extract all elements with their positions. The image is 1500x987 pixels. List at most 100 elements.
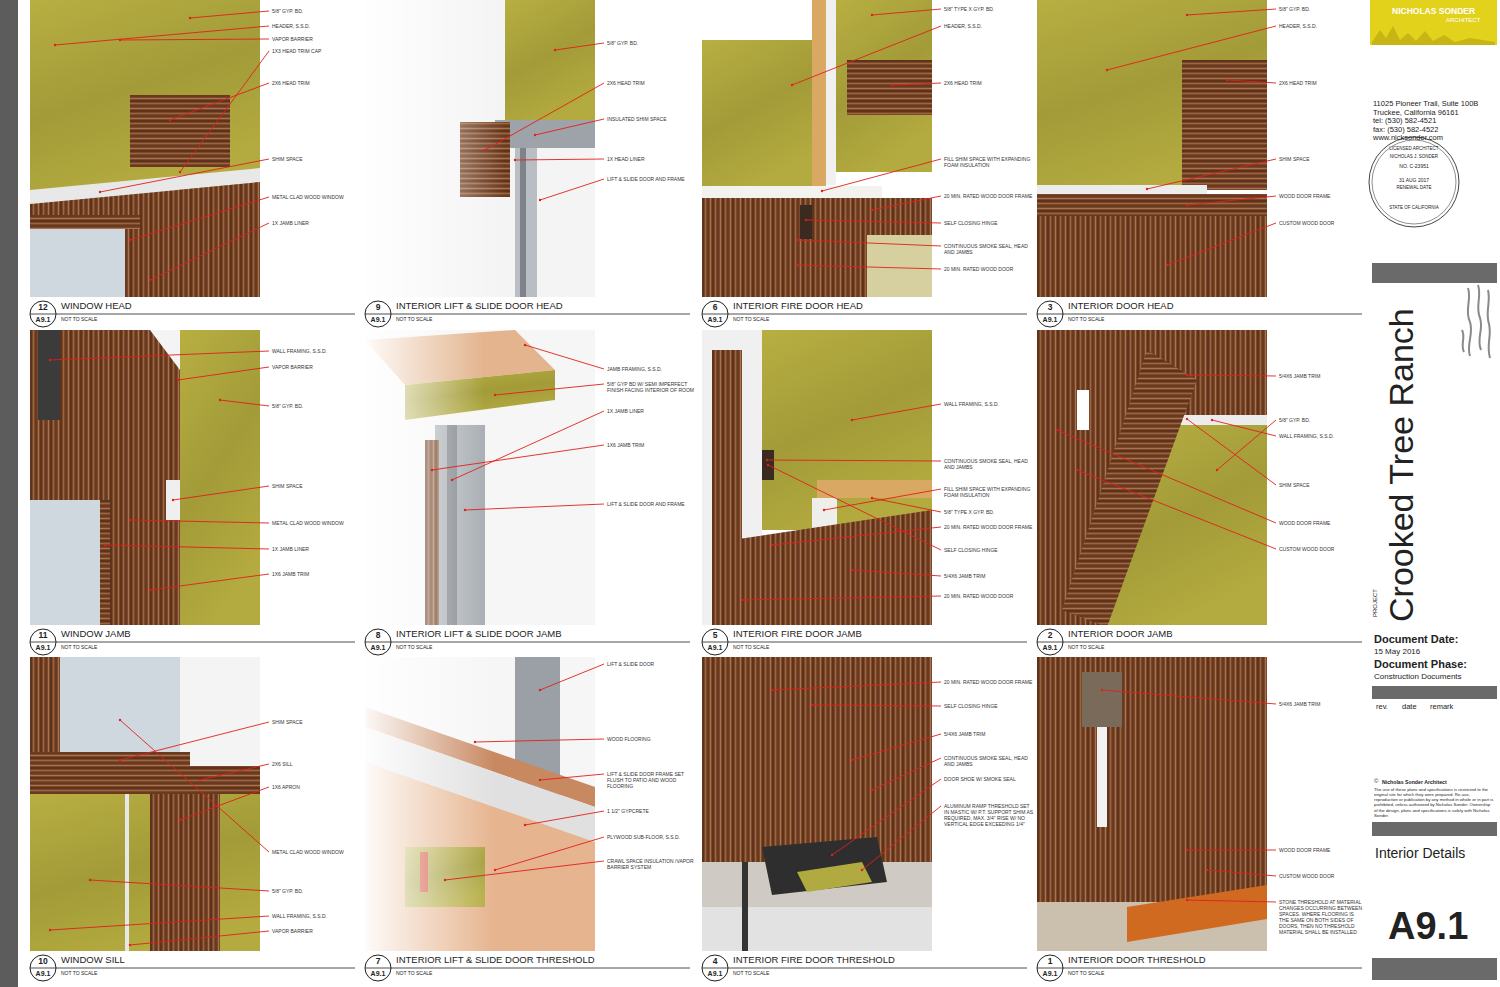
sheet-title: Interior Details xyxy=(1375,845,1465,862)
detail-number: 8 xyxy=(366,630,390,640)
web-address: www.nicksonder.com xyxy=(1373,133,1443,142)
leader-line xyxy=(130,520,269,523)
material-part xyxy=(30,500,100,625)
title-underline xyxy=(728,968,1027,969)
bubble-divider xyxy=(30,314,56,315)
callout-text: METAL CLAD WOOD WINDOW xyxy=(272,194,362,200)
sheet-reference: A9.1 xyxy=(703,970,727,978)
leader-line xyxy=(797,240,941,246)
title-underline xyxy=(56,968,355,969)
fade-overlay xyxy=(365,657,495,951)
leader-dot xyxy=(851,569,853,571)
leader-dot xyxy=(119,759,121,761)
detail-illustration xyxy=(702,330,932,625)
leader-line xyxy=(555,43,604,50)
material-part xyxy=(166,480,180,520)
callout-text: 1X JAMB LINER xyxy=(607,408,697,414)
leader-line xyxy=(852,404,941,420)
detail-illustration xyxy=(365,330,595,625)
leader-line xyxy=(832,779,941,855)
detail-number: 10 xyxy=(31,956,55,966)
sheet-reference: A9.1 xyxy=(703,644,727,652)
detail-number: 9 xyxy=(366,302,390,312)
leader-dot xyxy=(464,509,466,511)
callout-text: 2X6 HEAD TRIM xyxy=(944,80,1034,86)
detail-title: INTERIOR DOOR JAMB xyxy=(1068,628,1173,639)
material-part xyxy=(826,0,836,185)
callout-text: CUSTOM WOOD DOOR xyxy=(1279,873,1365,879)
leader-line xyxy=(1217,420,1276,470)
project-name: Crooked Tree Ranch xyxy=(1381,308,1422,622)
material-part xyxy=(702,862,932,951)
leader-line xyxy=(120,39,269,40)
sketch-mark xyxy=(1468,288,1471,356)
leader-dot xyxy=(823,509,825,511)
leader-dot xyxy=(741,599,743,601)
callout-text: WALL FRAMING, S.S.D. xyxy=(272,348,362,354)
leader-dot xyxy=(1186,374,1188,376)
leader-dot xyxy=(1206,869,1208,871)
detail-bubble xyxy=(702,629,728,655)
material-part xyxy=(762,450,774,480)
callout-text: LIFT & SLIDE DOOR AND FRAME xyxy=(607,176,697,182)
leader-dot xyxy=(89,879,91,881)
leader-dot xyxy=(1186,204,1188,206)
detail-illustration xyxy=(702,0,932,297)
detail-title: INTERIOR FIRE DOOR HEAD xyxy=(733,300,863,311)
material-part xyxy=(365,0,595,297)
scale-note: NOT TO SCALE xyxy=(733,970,769,976)
leader-dot xyxy=(871,209,873,211)
leader-dot xyxy=(796,264,798,266)
stamp-ring xyxy=(1372,140,1456,224)
bubble-divider xyxy=(1037,642,1063,643)
detail-illustration xyxy=(1037,0,1267,297)
stamp-text: STATE OF CALIFORNIA xyxy=(1374,205,1454,210)
leader-line xyxy=(1207,870,1276,876)
leader-dot xyxy=(1186,899,1188,901)
leader-line xyxy=(872,196,941,210)
leader-line xyxy=(525,811,604,825)
wood-member xyxy=(1182,60,1267,190)
fade-overlay xyxy=(365,0,505,297)
leader-dot xyxy=(811,704,813,706)
wood-member xyxy=(1037,216,1267,297)
callout-text: SHIM SPACE xyxy=(272,156,362,162)
callout-text: FILL SHIM SPACE WITH EXPANDING FOAM INSU… xyxy=(944,486,1034,498)
leader-dot xyxy=(534,134,536,136)
scale-note: NOT TO SCALE xyxy=(61,316,97,322)
leader-dot xyxy=(771,689,773,691)
material-part xyxy=(365,330,595,625)
callout-text: 5/8" GYP. BD. xyxy=(272,888,362,894)
material-part xyxy=(762,837,887,895)
wood-member xyxy=(847,60,932,115)
leader-line xyxy=(862,806,941,870)
leader-lines xyxy=(49,9,1276,946)
title-underline xyxy=(728,314,1027,315)
leader-dot xyxy=(169,119,171,121)
title-underline xyxy=(1063,642,1362,643)
title-block-bar xyxy=(1372,263,1497,283)
material-part xyxy=(817,480,932,498)
callout-text: 5/4X6 JAMB TRIM xyxy=(944,731,1034,737)
leader-line xyxy=(540,774,604,780)
leader-line xyxy=(1102,690,1276,704)
callout-text: 5/8" GYP. BD. xyxy=(272,8,362,14)
material-part xyxy=(800,205,812,239)
bubble-divider xyxy=(702,314,728,315)
wood-member xyxy=(732,510,932,625)
leader-dot xyxy=(1076,469,1078,471)
leader-dot xyxy=(54,44,56,46)
material-part xyxy=(1097,727,1107,827)
callout-text: 5/8" GYP. BD. xyxy=(1279,6,1365,12)
callout-text: VAPOR BARRIER xyxy=(272,364,362,370)
sheet-reference: A9.1 xyxy=(1038,644,1062,652)
scale-note: NOT TO SCALE xyxy=(396,316,432,322)
callout-text: 5/8" GYP BD W/ SEMI IMPERFECT FINISH FAC… xyxy=(607,381,697,393)
detail-bubble xyxy=(30,629,56,655)
bubble-divider xyxy=(1037,968,1063,969)
sheet-reference: A9.1 xyxy=(1038,970,1062,978)
stamp-text: 31 AUG 2017 xyxy=(1374,177,1454,183)
revision-header: remark xyxy=(1430,702,1453,711)
scale-note: NOT TO SCALE xyxy=(396,970,432,976)
scale-note: NOT TO SCALE xyxy=(733,644,769,650)
